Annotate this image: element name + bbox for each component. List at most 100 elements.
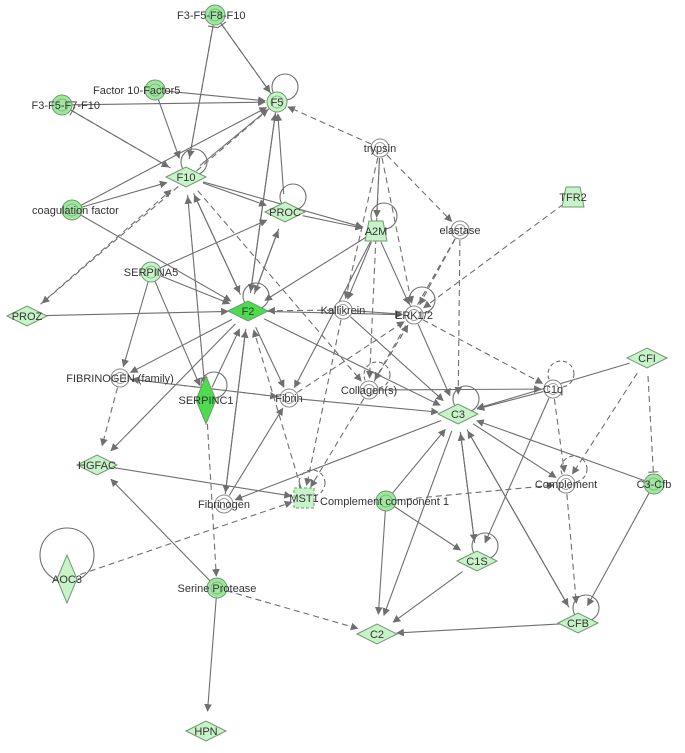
edge-serpina5-serpinc1	[154, 280, 201, 387]
inhibit-bar-f10-f3f5f8f10	[207, 25, 218, 29]
node-shape-complement[interactable]	[556, 474, 576, 494]
node-label-fibfam: FIBRINOGEN (family)	[66, 373, 174, 385]
node-shape-f10[interactable]	[164, 166, 208, 188]
node-proz[interactable]: PROZ	[5, 305, 49, 327]
node-f3f5f8f10[interactable]: F3-F5-F8-F10	[177, 4, 245, 26]
node-serpinc1[interactable]: SERPINC1	[178, 374, 234, 426]
edge-f10-f5	[199, 109, 269, 166]
edge-proc-f2	[253, 228, 280, 293]
node-shape-c1s[interactable]	[455, 550, 499, 572]
node-shape-c3cfb[interactable]	[643, 473, 665, 495]
node-cc1[interactable]: Complement component 1	[320, 490, 449, 512]
node-shape-erk[interactable]	[404, 305, 424, 325]
node-c1q[interactable]: C1q	[543, 379, 563, 399]
edge-f10-proc	[202, 182, 267, 207]
node-fibrin[interactable]: Fibrin	[275, 388, 303, 408]
edge-erk-c1q	[422, 319, 544, 384]
edge-coag-f10	[81, 180, 168, 208]
edge-f2-f10	[193, 194, 241, 295]
node-shape-elastase[interactable]	[450, 220, 470, 240]
node-f5[interactable]: F5	[266, 91, 288, 113]
node-a2m[interactable]: A2M	[364, 220, 388, 242]
node-shape-cc1[interactable]	[375, 490, 397, 512]
edge-c3cfb-cfb	[587, 492, 650, 607]
node-shape-c3[interactable]	[436, 403, 480, 425]
node-shape-cfi[interactable]	[625, 347, 669, 369]
node-serprot[interactable]: Serine Protease	[178, 577, 257, 599]
node-elastase[interactable]: elastase	[440, 220, 481, 240]
node-cfi[interactable]: CFI	[625, 347, 669, 369]
node-mst1[interactable]: MST1	[289, 487, 319, 509]
node-f10[interactable]: F10	[164, 166, 208, 188]
node-shape-serpinc1[interactable]	[195, 374, 217, 426]
edge-cc1-c3	[391, 428, 446, 494]
node-coag[interactable]: coagulation factor	[32, 199, 119, 221]
edge-fibrinogen-f2	[224, 330, 249, 495]
node-trypsin[interactable]: trypsin	[364, 138, 396, 158]
node-label-c1s: C1S	[466, 556, 487, 568]
node-shape-mst1[interactable]	[293, 487, 315, 509]
node-label-serpina5: SERPINA5	[124, 267, 178, 279]
node-fibrinogen[interactable]: Fibrinogen	[198, 494, 250, 514]
node-factor10[interactable]: Factor 10-Factor5	[93, 79, 180, 101]
node-erk[interactable]: ERK1/2	[395, 305, 433, 325]
edge-f3f5f7f10-f5	[71, 98, 266, 107]
node-label-erk: ERK1/2	[395, 310, 433, 322]
node-hgfac[interactable]: HGFAC	[75, 454, 119, 476]
node-shape-c2[interactable]	[355, 623, 399, 645]
node-hpn[interactable]: HPN	[184, 720, 228, 742]
node-shape-trypsin[interactable]	[370, 138, 390, 158]
edge-f5-f2	[247, 111, 277, 292]
node-proc[interactable]: PROC	[263, 201, 307, 223]
node-shape-cfb[interactable]	[556, 612, 600, 634]
node-shape-a2m[interactable]	[364, 220, 388, 242]
edge-collagen-erk	[373, 324, 409, 382]
node-kallikrein[interactable]: Kallikrein	[321, 300, 366, 320]
node-shape-kallikrein[interactable]	[333, 300, 353, 320]
node-shape-fibrinogen[interactable]	[214, 494, 234, 514]
node-shape-fibfam[interactable]	[110, 368, 130, 388]
node-shape-f2[interactable]	[226, 300, 270, 322]
node-shape-factor10[interactable]	[144, 79, 166, 101]
node-complement[interactable]: Complement	[535, 474, 597, 494]
node-shape-hgfac[interactable]	[75, 454, 119, 476]
edge-c3-c2	[382, 430, 453, 616]
node-shape-f3f5f7f10[interactable]	[51, 94, 73, 116]
node-shape-c1q[interactable]	[543, 379, 563, 399]
edge-elastase-c3	[454, 239, 463, 395]
node-shape-serprot[interactable]	[206, 577, 228, 599]
node-label-f3f5f7f10: F3-F5-F7-F10	[32, 100, 100, 112]
node-label-aoc3: AOC3	[52, 574, 82, 586]
inhibit-bar-f10-f3f5f7f10	[69, 106, 76, 116]
node-shape-serpina5[interactable]	[140, 261, 162, 283]
node-shape-f5[interactable]	[266, 91, 288, 113]
edge-trypsin-collagen	[366, 157, 381, 379]
node-collagen[interactable]: Collagen(s)	[341, 380, 397, 400]
node-shape-fibrin[interactable]	[279, 388, 299, 408]
node-shape-aoc3[interactable]	[56, 553, 78, 605]
node-serpina5[interactable]: SERPINA5	[124, 261, 178, 283]
node-fibfam[interactable]: FIBRINOGEN (family)	[66, 368, 174, 388]
node-cfb[interactable]: CFB	[556, 612, 600, 634]
node-shape-coag[interactable]	[61, 199, 83, 221]
node-shape-f3f5f8f10[interactable]	[204, 4, 226, 26]
edge-serprot-hpn	[204, 597, 217, 712]
node-tfr2[interactable]: TFR2	[559, 186, 587, 208]
node-aoc3[interactable]: AOC3	[52, 553, 82, 605]
node-c1s[interactable]: C1S	[455, 550, 499, 572]
node-shape-collagen[interactable]	[359, 380, 379, 400]
node-f2[interactable]: F2	[226, 300, 270, 322]
node-c3[interactable]: C3	[436, 403, 480, 425]
edge-c1s-c3	[457, 433, 476, 544]
edge-f2-fibfam	[129, 318, 233, 373]
node-c3cfb[interactable]: C3-Cfb	[637, 473, 672, 495]
node-shape-hpn[interactable]	[184, 720, 228, 742]
node-c2[interactable]: C2	[355, 623, 399, 645]
node-shape-tfr2[interactable]	[561, 186, 585, 208]
node-f3f5f7f10[interactable]: F3-F5-F7-F10	[32, 94, 100, 116]
node-shape-proc[interactable]	[263, 201, 307, 223]
edge-c1q-c3	[476, 391, 544, 411]
node-shape-proz[interactable]	[5, 305, 49, 327]
node-label-trypsin: trypsin	[364, 143, 396, 155]
